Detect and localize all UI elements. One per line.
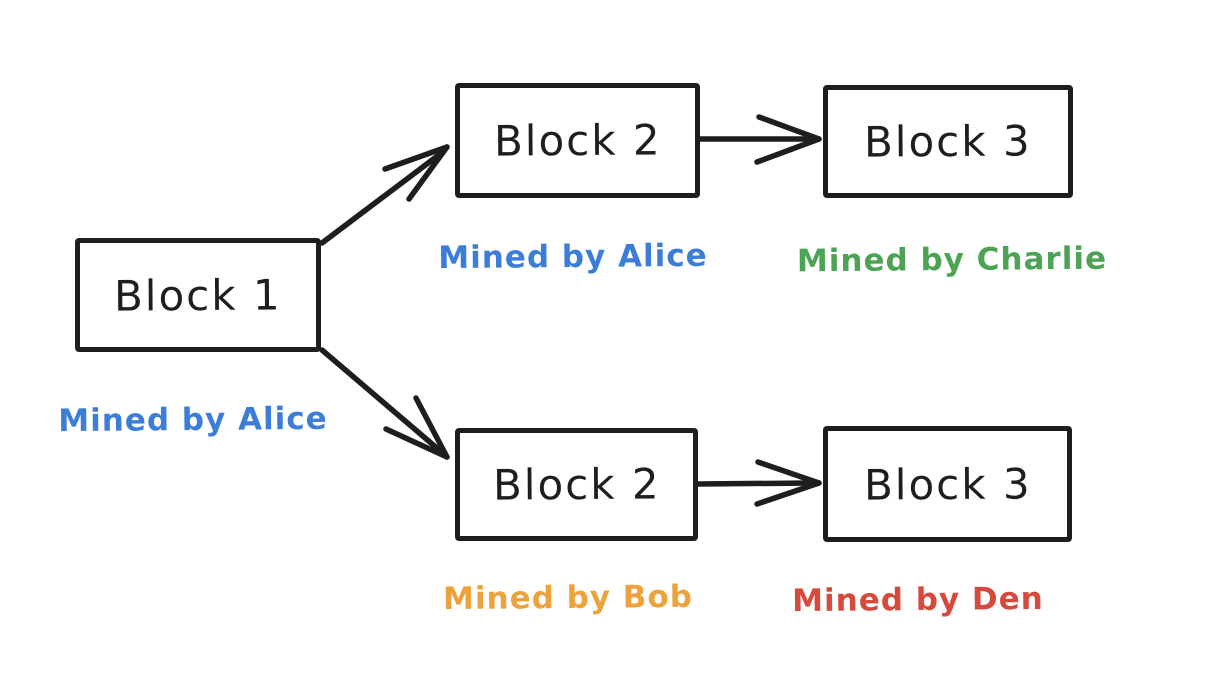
miner-label-block-2-bottom: Mined by Bob [442, 578, 694, 618]
miner-label-block-2-top: Mined by Alice [438, 237, 708, 277]
block-3-top-node: Block 3 [823, 85, 1073, 198]
arrow-block2-top-to-block3-top [697, 114, 822, 165]
miner-label-block-1: Mined by Alice [58, 400, 328, 440]
arrow-block1-to-block2-top [319, 144, 450, 246]
block-2-bottom-node: Block 2 [455, 428, 698, 541]
block-3-bottom-node: Block 3 [823, 426, 1072, 542]
block-2-bottom-label: Block 2 [492, 459, 661, 510]
miner-label-block-3-bottom: Mined by Den [792, 580, 1044, 620]
block-1-node: Block 1 [75, 238, 321, 352]
block-1-label: Block 1 [113, 269, 282, 321]
arrow-block2-bottom-to-block3-bottom [695, 459, 822, 507]
block-2-top-node: Block 2 [455, 83, 700, 198]
miner-label-block-3-top: Mined by Charlie [796, 240, 1108, 280]
block-3-top-label: Block 3 [863, 116, 1032, 167]
block-3-bottom-label: Block 3 [863, 458, 1032, 510]
block-2-top-label: Block 2 [493, 115, 662, 166]
